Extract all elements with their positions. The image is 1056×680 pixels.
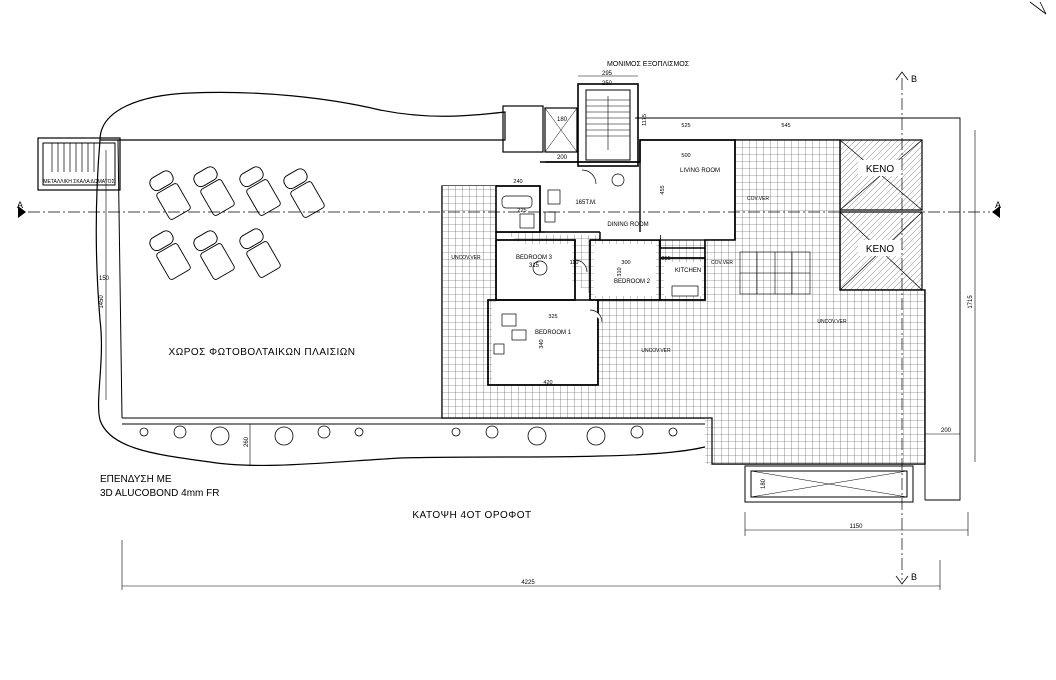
dim-stair-180: 180: [557, 117, 568, 123]
interior-dimensions: 525 545 500 455 325 315 300 310 240 255 …: [513, 114, 790, 386]
room-bedroom-3: BEDROOM 3: [516, 255, 553, 261]
section-marker-b-top: B: [911, 74, 917, 84]
svg-text:225: 225: [517, 208, 526, 214]
svg-text:525: 525: [681, 123, 690, 129]
svg-text:255: 255: [661, 256, 670, 262]
svg-text:325: 325: [548, 314, 557, 320]
svg-text:240: 240: [513, 179, 522, 185]
dim-stair-top: 295: [602, 71, 613, 77]
svg-text:455: 455: [660, 185, 666, 194]
veranda-furniture: [739, 251, 811, 295]
dim-stair-inner: 250: [602, 81, 613, 87]
label-cov-ver-mid: COV.VER: [711, 260, 733, 266]
planter-bottom: [744, 465, 914, 503]
svg-text:310: 310: [617, 267, 623, 276]
label-uncov-ver-left: UNCOV.VER: [451, 255, 481, 261]
room-bedroom-1: BEDROOM 1: [535, 330, 572, 336]
outer-frame: [635, 117, 961, 501]
void-label-top: ΚΕΝΟ: [866, 164, 895, 175]
shaft-left: [502, 105, 544, 153]
svg-text:340: 340: [539, 339, 545, 348]
north-arrow-icon: [1029, 1, 1047, 15]
stair-core: [577, 83, 639, 167]
dim-stair-200: 200: [557, 155, 568, 161]
metal-ladder: [37, 137, 121, 191]
svg-text:500: 500: [681, 153, 690, 159]
solar-panels: [149, 166, 325, 280]
fixtures: [493, 169, 699, 355]
dim-180b: 180: [761, 478, 767, 489]
room-kitchen: KITCHEN: [675, 268, 701, 274]
label-cov-ver-top: COV.VER: [747, 196, 769, 202]
dim-total-width: 4225: [521, 580, 535, 586]
stair-treads: [586, 96, 630, 150]
label-uncov-ver-right: UNCOV.VER: [817, 319, 847, 325]
svg-text:545: 545: [781, 123, 790, 129]
section-marker-a-left: A: [17, 200, 23, 210]
roof-outline: [99, 91, 506, 141]
section-marker-a-right: A: [995, 200, 1001, 210]
dim-bottom-right-width: 1150: [850, 524, 864, 530]
metal-ladder-label: ΜΕΤΑΛΛΙΚΗ ΣΚΑΛΑ ΔΩΜΑΤΟΣ: [43, 179, 114, 185]
dim-right-height: 1715: [968, 295, 974, 309]
room-dining-room: DINING ROOM: [607, 222, 648, 228]
void-label-bottom: ΚΕΝΟ: [866, 244, 895, 255]
ladder-rungs: [51, 143, 95, 172]
svg-text:1175: 1175: [642, 114, 648, 126]
parapet-lights: [139, 425, 678, 446]
cladding-note-line-2: 3D ALUCOBOND 4mm FR: [100, 488, 219, 499]
solar-area-left: [117, 139, 123, 419]
room-bedroom-3-area: 315: [529, 263, 540, 269]
section-marker-b-bottom: B: [911, 572, 917, 582]
permanent-equipment-label: ΜΟΝΙΜΟΣ ΕΞΟΠΛΙΣΜΟΣ: [607, 61, 690, 68]
dim-260: 260: [244, 436, 250, 447]
dim-left-height: 1450: [99, 295, 105, 309]
solar-area-label: ΧΩΡΟΣ ΦΩΤΟΒΟΛΤΑΙΚΩΝ ΠΛΑΙΣΙΩΝ: [169, 347, 356, 358]
room-bedroom-2: BEDROOM 2: [614, 279, 651, 285]
svg-text:300: 300: [621, 260, 630, 266]
label-uncov-ver-bottom: UNCOV.VER: [641, 348, 671, 354]
room-living-room: LIVING ROOM: [680, 168, 720, 174]
svg-text:110: 110: [570, 260, 579, 266]
cladding-note-line-1: ΕΠΕΝΔΥΣΗ ΜΕ: [100, 474, 172, 485]
svg-text:420: 420: [543, 380, 552, 386]
dim-150: 150: [99, 276, 110, 282]
dim-200: 200: [941, 428, 952, 434]
room-hall: 165T.M.: [575, 200, 597, 206]
roof-outer-curve: [95, 139, 713, 467]
drawing-title: ΚΑΤΟΨΗ 4ΟΤ ΟΡΟΦΟΤ: [412, 510, 531, 521]
